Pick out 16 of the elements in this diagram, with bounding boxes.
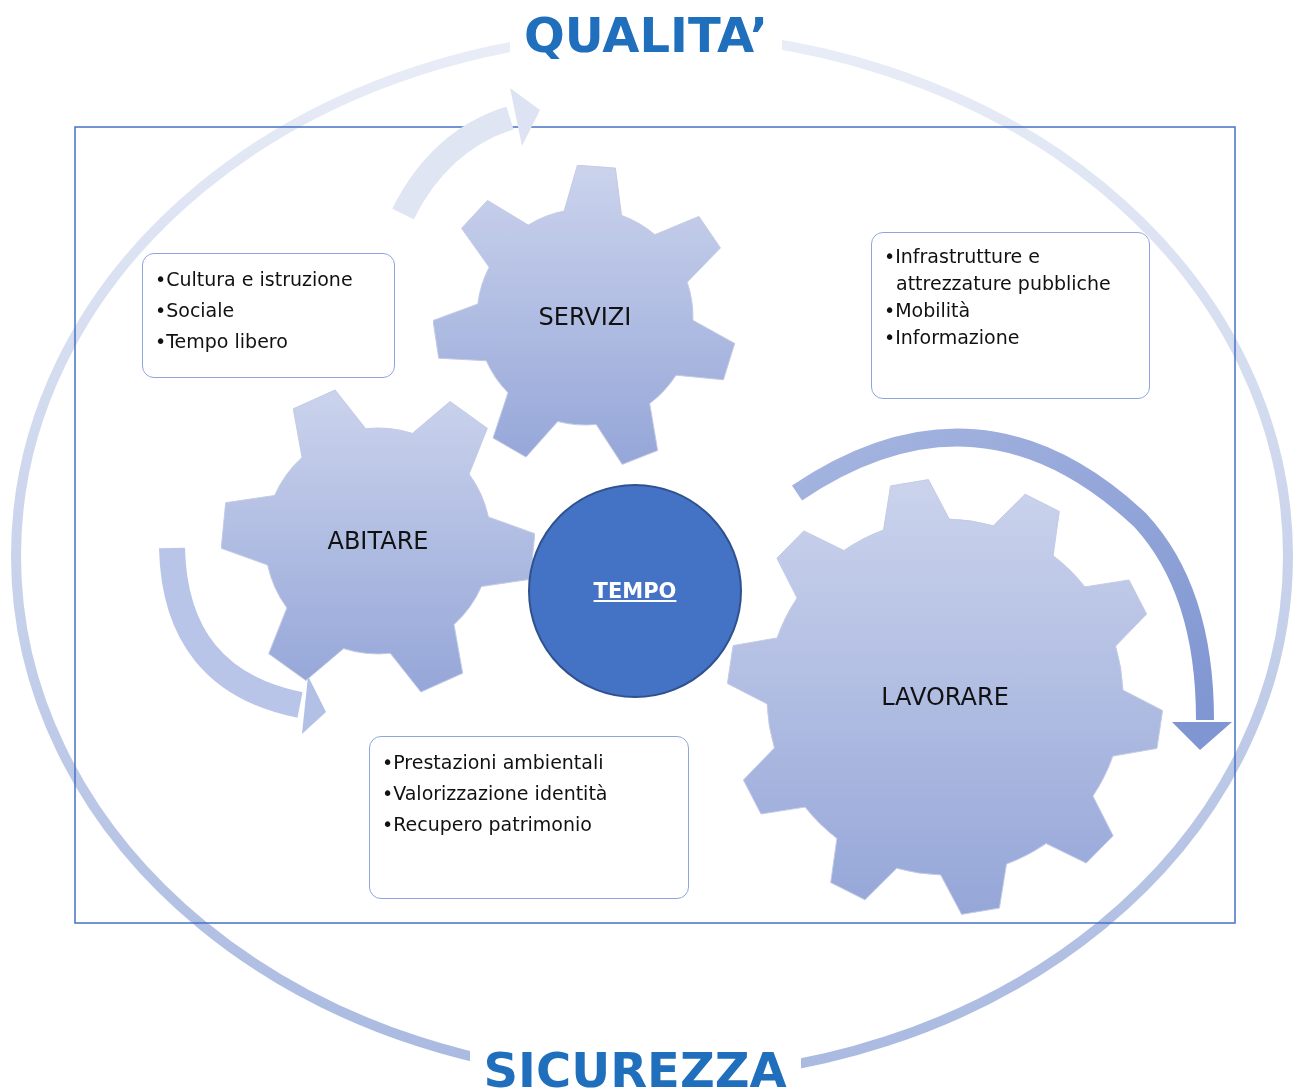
list-item: •Tempo libero xyxy=(155,329,289,354)
list-item: •Sociale xyxy=(155,298,236,323)
bullet-list-box xyxy=(871,232,1150,399)
list-item: •Infrastrutture e attrezzature pubbliche xyxy=(884,244,1112,296)
list-item: •Valorizzazione identità xyxy=(382,781,609,806)
bullet-list-box xyxy=(369,736,689,899)
list-item: •Prestazioni ambientali xyxy=(382,750,605,775)
list-item: •Mobilità xyxy=(884,298,972,323)
list-item: •Informazione xyxy=(884,325,1021,350)
gear-label: LAVORARE xyxy=(880,683,1010,711)
gear-label: ABITARE xyxy=(326,527,430,555)
gear-label: SERVIZI xyxy=(537,303,633,331)
bullet-list-box xyxy=(142,253,395,378)
list-item: •Recupero patrimonio xyxy=(382,812,593,837)
list-item: •Cultura e istruzione xyxy=(155,267,354,292)
circle-label: TEMPO xyxy=(593,579,677,603)
